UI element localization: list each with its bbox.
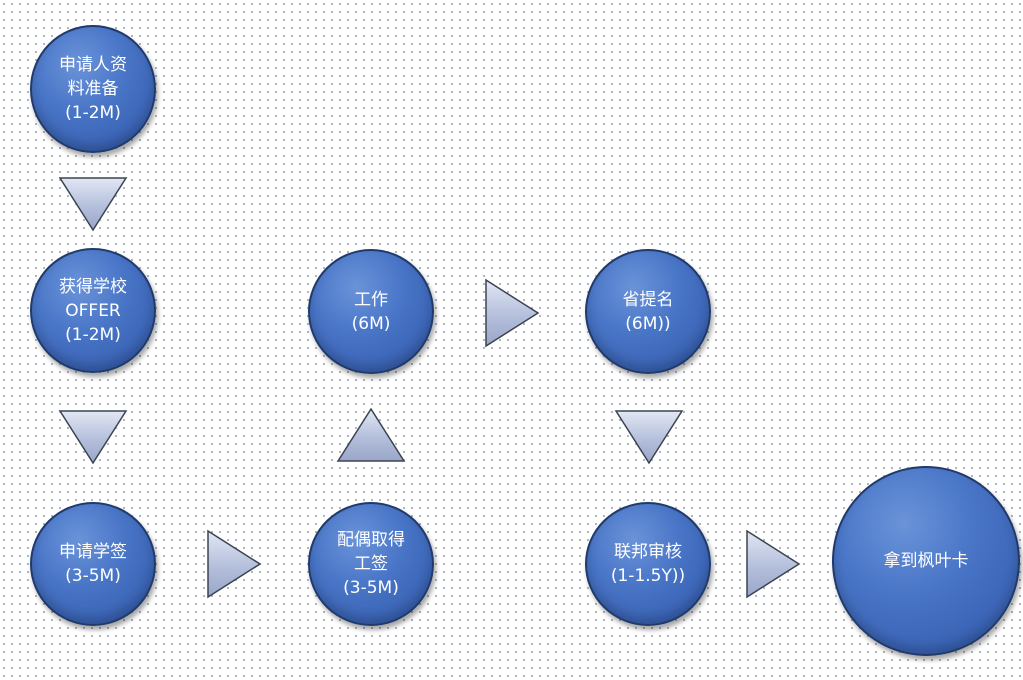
arrow-right-icon xyxy=(746,529,801,599)
node-applicant-prep-label: 申请人资 料准备 (1-2M) xyxy=(59,55,127,123)
arrow-down-icon xyxy=(58,177,128,232)
node-federal-review: 联邦审核 (1-1.5Y)) xyxy=(585,502,711,626)
arrow-right-icon xyxy=(207,529,262,599)
node-study-permit: 申请学签 (3-5M) xyxy=(30,502,156,626)
node-work: 工作 (6M) xyxy=(308,249,434,374)
arrow-up-icon xyxy=(336,407,406,462)
arrow-down-icon xyxy=(614,410,684,465)
node-school-offer-label: 获得学校 OFFER (1-2M) xyxy=(59,276,127,345)
node-spouse-work-permit: 配偶取得 工签 (3-5M) xyxy=(308,502,434,626)
arrow-down-icon xyxy=(58,410,128,465)
node-study-permit-label: 申请学签 (3-5M) xyxy=(59,542,127,586)
node-federal-review-label: 联邦审核 (1-1.5Y)) xyxy=(610,542,686,586)
node-maple-leaf-card-label: 拿到枫叶卡 xyxy=(883,551,969,571)
node-spouse-work-permit-label: 配偶取得 工签 (3-5M) xyxy=(337,530,405,598)
arrow-right-icon xyxy=(485,278,540,348)
node-applicant-prep: 申请人资 料准备 (1-2M) xyxy=(30,25,156,153)
node-provincial-nomination-label: 省提名 (6M)) xyxy=(622,289,674,334)
node-work-label: 工作 (6M) xyxy=(351,289,391,334)
node-provincial-nomination: 省提名 (6M)) xyxy=(585,249,711,374)
node-maple-leaf-card: 拿到枫叶卡 xyxy=(832,466,1020,656)
node-school-offer: 获得学校 OFFER (1-2M) xyxy=(30,248,156,373)
